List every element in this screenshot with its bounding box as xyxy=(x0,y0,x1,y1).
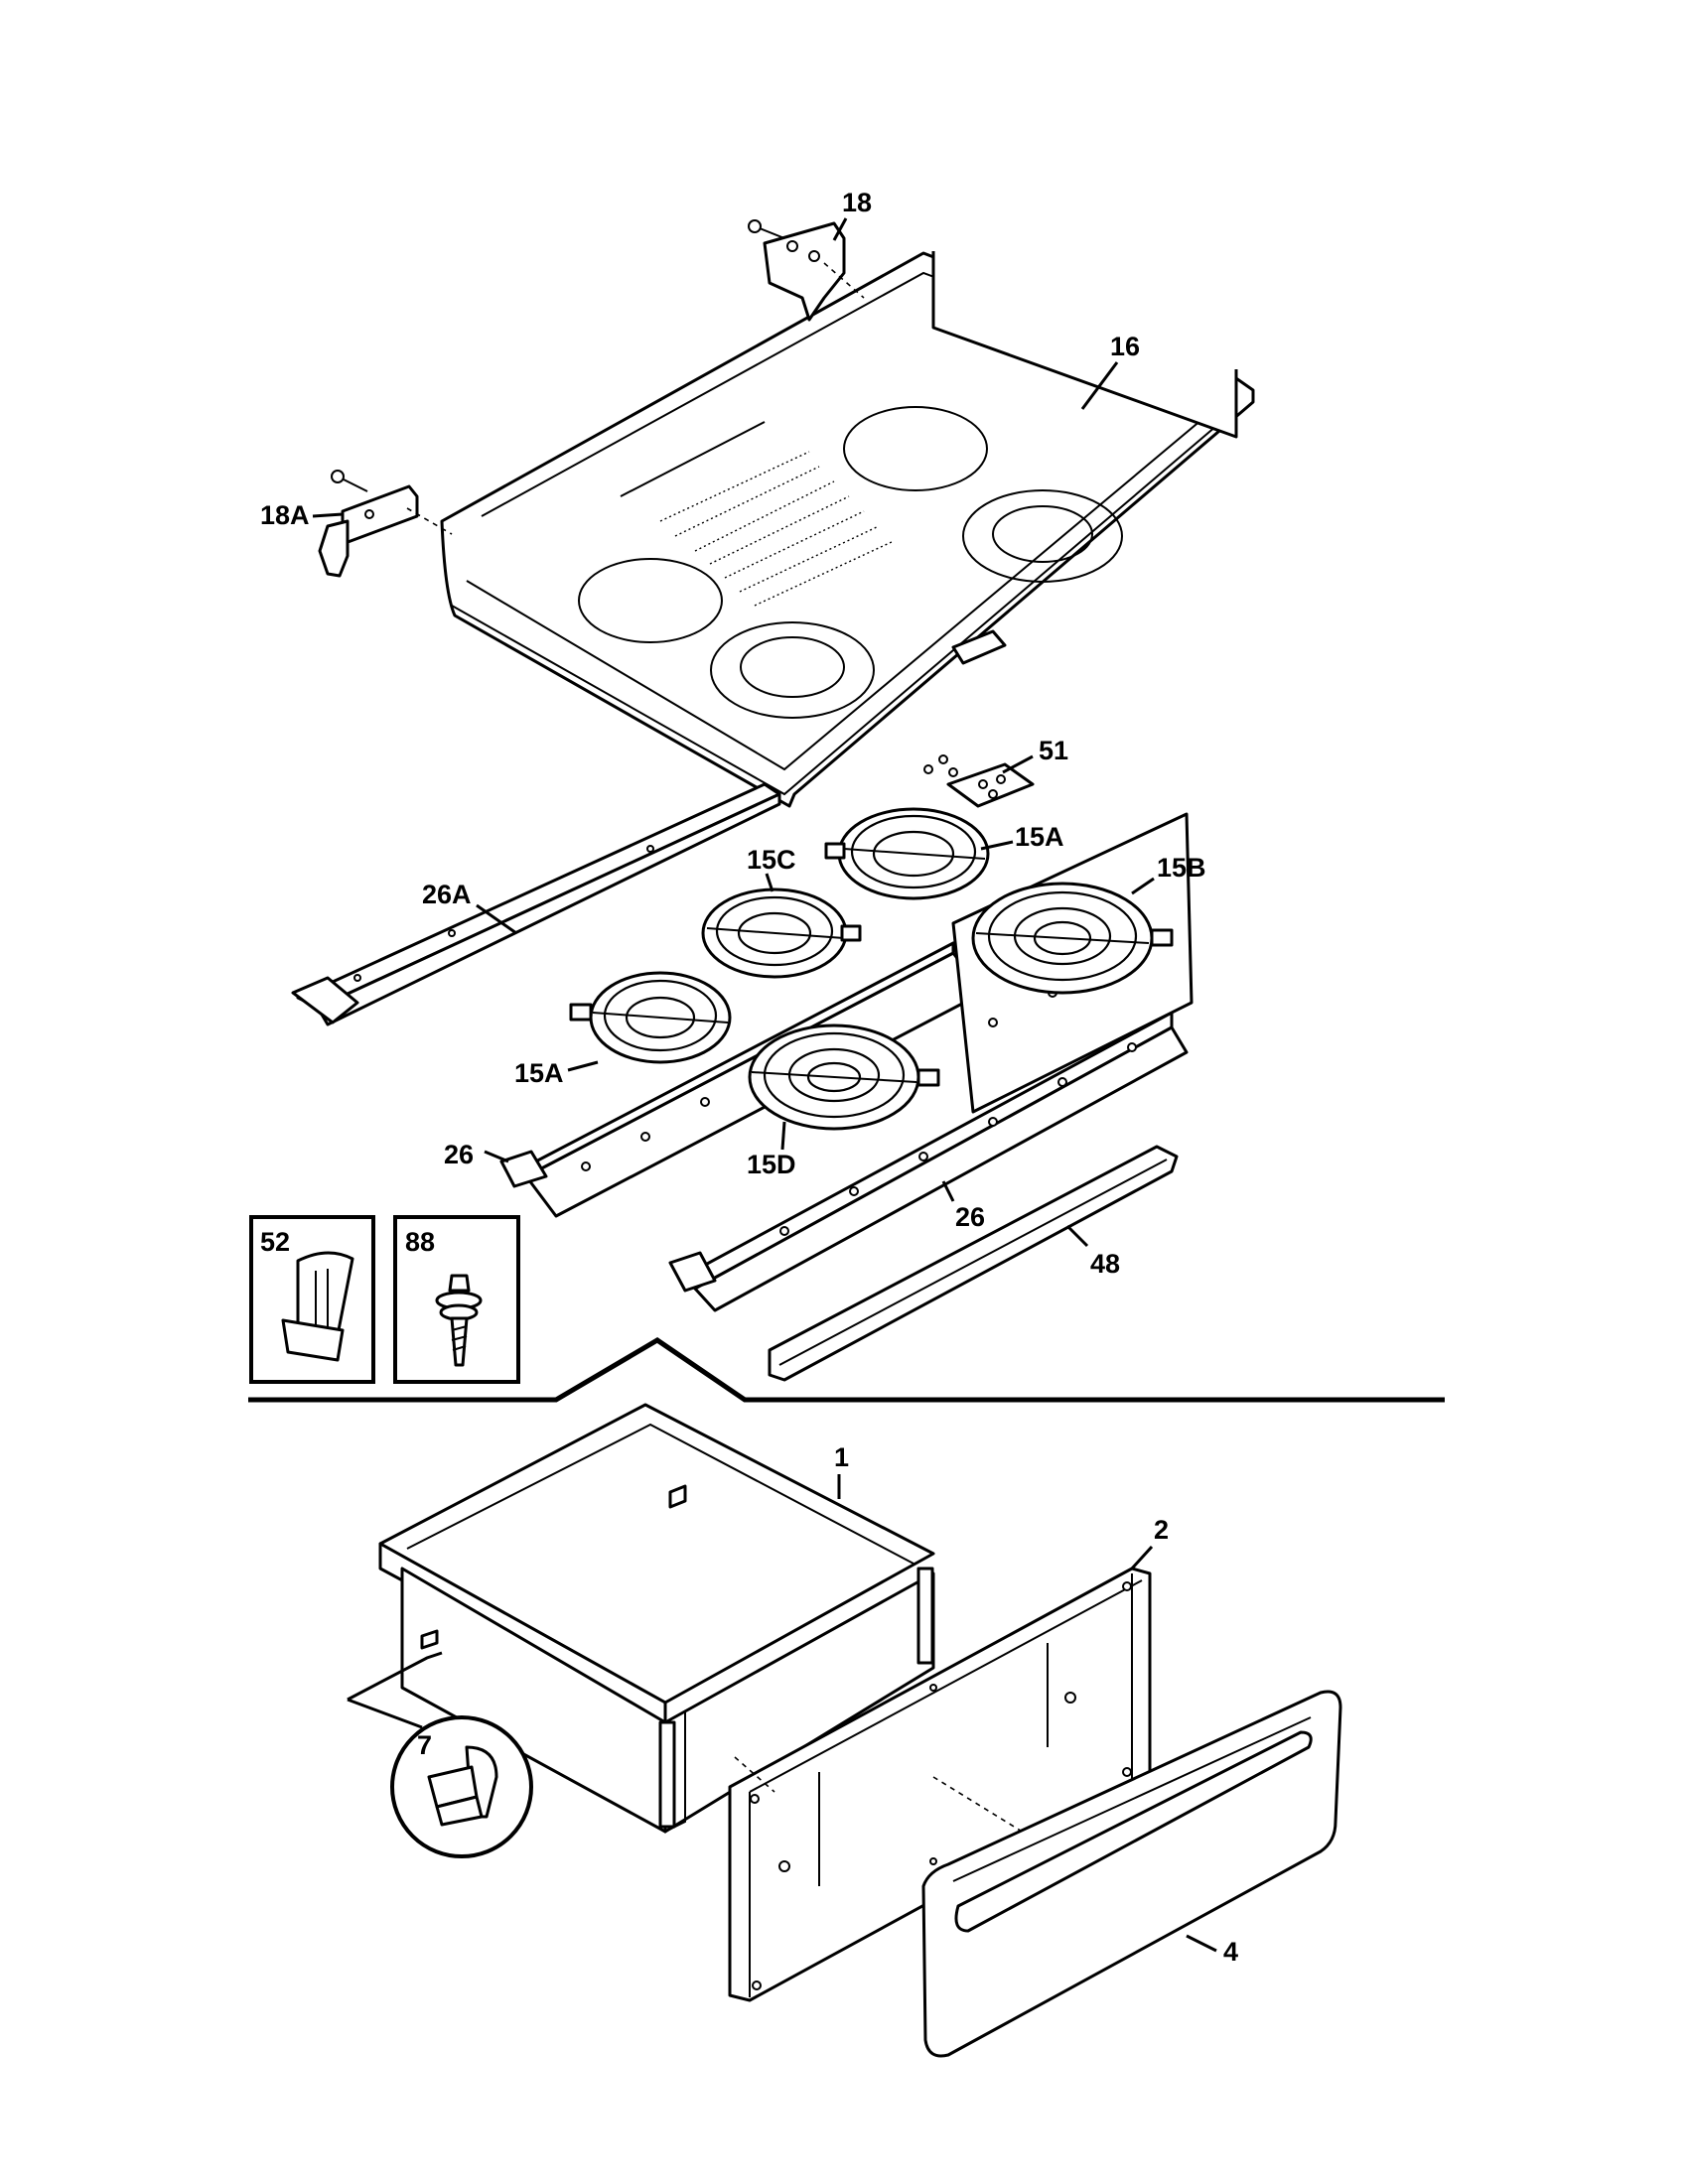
heat-shield-48 xyxy=(768,1145,1179,1382)
callout-52: 52 xyxy=(260,1227,290,1257)
callout-16: 16 xyxy=(1110,332,1140,361)
callout-26A: 26A xyxy=(422,880,472,909)
radiant-element-15A-left xyxy=(569,971,732,1064)
callout-18A: 18A xyxy=(260,500,310,530)
callout-2: 2 xyxy=(1154,1515,1169,1545)
callout-26-left: 26 xyxy=(444,1140,474,1169)
cooktop-glass-top xyxy=(440,251,1255,808)
callout-1: 1 xyxy=(834,1442,849,1472)
callout-15C: 15C xyxy=(747,845,796,875)
terminal-block-51 xyxy=(923,754,1035,808)
support-rail-26A xyxy=(291,782,781,1026)
drawer-box xyxy=(378,1403,935,1834)
callout-15A-left: 15A xyxy=(514,1058,564,1088)
hinge-bracket-18A xyxy=(318,470,453,578)
radiant-element-15D xyxy=(748,1024,940,1131)
callout-88: 88 xyxy=(405,1227,435,1257)
drawer-slide-detail xyxy=(347,1651,533,1858)
callout-26-right: 26 xyxy=(955,1202,985,1232)
radiant-element-15A-top xyxy=(824,807,990,900)
callout-15B: 15B xyxy=(1157,853,1206,883)
callout-15A-top: 15A xyxy=(1015,822,1064,852)
callout-15D: 15D xyxy=(747,1150,796,1179)
callout-48: 48 xyxy=(1090,1249,1120,1279)
inset-box-88 xyxy=(393,1215,520,1384)
inset-box-52 xyxy=(249,1215,375,1384)
radiant-element-15C xyxy=(701,887,862,979)
drawer-outer-front xyxy=(921,1690,1342,2058)
radiant-element-15B xyxy=(971,882,1174,995)
callout-7: 7 xyxy=(417,1730,432,1760)
hinge-bracket-18 xyxy=(748,219,865,322)
callout-51: 51 xyxy=(1039,736,1068,765)
callout-4: 4 xyxy=(1223,1937,1238,1967)
section-divider xyxy=(248,1337,1445,1403)
leader-lines xyxy=(312,217,1217,1953)
vent-slots xyxy=(659,451,895,607)
callout-18: 18 xyxy=(842,188,872,217)
